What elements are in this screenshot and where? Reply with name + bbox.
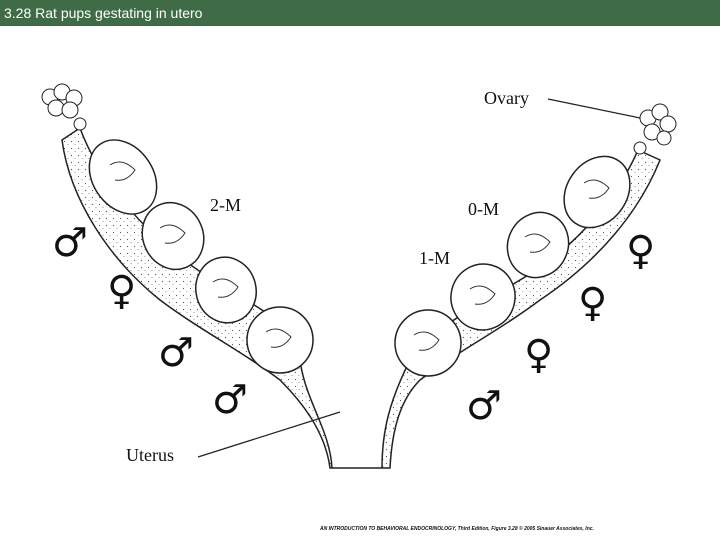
female-symbol-2: ♀ (626, 228, 655, 274)
figure-credit: AN INTRODUCTION TO BEHAVIORAL ENDOCRINOL… (320, 526, 594, 532)
male-symbol-4: ♂ (466, 383, 502, 429)
female-symbol-1: ♀ (107, 268, 136, 314)
right-ovary (633, 103, 677, 155)
male-symbol-3: ♂ (212, 377, 248, 423)
female-symbol-4: ♀ (524, 332, 553, 378)
fetuses-left-horn (88, 139, 314, 374)
ovary-label: Ovary (484, 88, 529, 108)
uterus-leader (197, 411, 341, 458)
left-ovary (41, 83, 87, 131)
male-symbol-2: ♂ (158, 330, 194, 376)
female-symbol-3: ♀ (578, 280, 607, 326)
ovary-leader (547, 98, 641, 119)
label-2m: 2-M (210, 195, 241, 215)
male-symbol-1: ♂ (52, 220, 88, 266)
fetus-detail (109, 161, 610, 351)
fetuses-right-horn (394, 155, 631, 377)
uterus-label: Uterus (126, 445, 174, 465)
label-1m: 1-M (419, 248, 450, 268)
slide-title: 3.28 Rat pups gestating in utero (0, 0, 720, 26)
label-0m: 0-M (468, 199, 499, 219)
uterus-diagram: Ovary Uterus 2-M 0-M 1-M ♂ ♀ ♂ ♂ ♀ ♀ ♀ ♂ (41, 83, 677, 469)
